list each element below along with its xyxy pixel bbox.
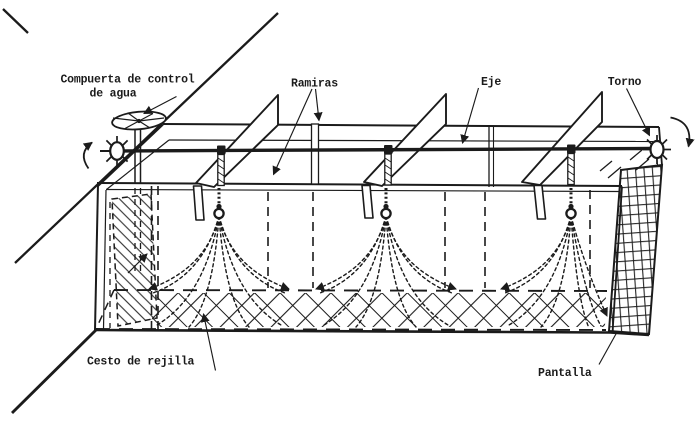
basket-left-rim: [95, 289, 115, 330]
paddle-blade: [195, 94, 279, 188]
eje-leader-arrow: [460, 87, 480, 144]
left-crank-wheel: [82, 136, 132, 170]
screen-panel: [599, 149, 664, 336]
valve-hub: [136, 118, 142, 124]
shaft-hub: [567, 144, 576, 154]
shaft-hub: [217, 145, 226, 155]
corner-wall-stub-line: [2, 8, 29, 34]
paddle-lower-strip: [361, 184, 374, 219]
hanging-net-1: [148, 215, 290, 328]
rotation-arrow-left: [82, 141, 93, 170]
paddle-lower-strip: [533, 184, 547, 220]
paddle-blades: [192, 91, 603, 221]
left-end-top-edge: [97, 123, 164, 187]
gate-slide-arrow: [127, 253, 148, 274]
net-hook: [216, 203, 222, 210]
net-hook: [568, 203, 574, 210]
label-eje: Eje: [481, 76, 501, 89]
hanging-net-2: [315, 215, 457, 328]
hidden-interior: [95, 186, 608, 331]
basket-back-rim: [113, 289, 608, 292]
hanging-nets: [148, 215, 608, 329]
net-ring: [213, 207, 225, 220]
front-bottom-edge: [94, 328, 611, 334]
net-hook: [383, 203, 389, 210]
turnbuckle: [217, 153, 225, 187]
net-ring: [380, 207, 392, 220]
shaft: [110, 146, 652, 153]
pantalla-leader-line: [598, 332, 618, 365]
basket-front-rim: [95, 328, 607, 331]
lower-channel-wall-line: [10, 328, 98, 415]
wheel-body: [109, 141, 125, 161]
cesto-leader-arrow: [200, 313, 217, 371]
label-compuerta-line1: Compuerta de control: [60, 74, 194, 87]
mesh-basket-lattice: [150, 293, 606, 327]
divider-post: [310, 123, 320, 185]
net-ring: [565, 207, 577, 220]
front-left-vertical-edge: [94, 183, 99, 331]
ramiras-leader-arrow-2: [313, 88, 323, 122]
ramiras-leader-arrow-1: [272, 88, 313, 176]
label-compuerta-line2: de agua: [90, 88, 137, 101]
upper-channel-wall-line: [14, 12, 279, 264]
channel-diagonal-lines: [2, 8, 279, 415]
compuerta-leader-arrow: [143, 95, 177, 115]
shaft-assembly: [110, 144, 652, 155]
valve-spokes: [112, 112, 165, 130]
paddle-blade: [363, 93, 447, 187]
label-torno: Torno: [608, 76, 642, 89]
turnbuckle: [384, 153, 392, 186]
front-rail-top-edge: [96, 182, 623, 187]
label-ramiras: Ramiras: [291, 78, 338, 91]
bottom-right-edge: [609, 331, 650, 337]
torno-leader-arrow: [625, 88, 651, 137]
label-cesto: Cesto de rejilla: [87, 356, 195, 369]
label-pantalla: Pantalla: [538, 367, 592, 380]
labels: Compuerta de control de agua Ramiras Eje…: [60, 74, 651, 380]
turnbuckle: [567, 152, 575, 186]
wheel-body: [649, 139, 665, 160]
front-left-inner-edge: [102, 189, 107, 330]
net-suspensions: [213, 188, 577, 220]
hanging-net-3: [500, 215, 608, 329]
paddle-blade: [521, 91, 603, 186]
paddle-lower-strip: [192, 185, 205, 221]
winch-wheel: [643, 116, 695, 164]
valve-handwheel-assembly: [111, 110, 167, 274]
left-end-top-inner-edge: [106, 139, 170, 190]
shaft-hub: [384, 145, 393, 154]
divider-posts: [310, 123, 495, 187]
turnbuckle-straps: [217, 152, 575, 187]
rotation-arrow-right: [670, 116, 695, 148]
